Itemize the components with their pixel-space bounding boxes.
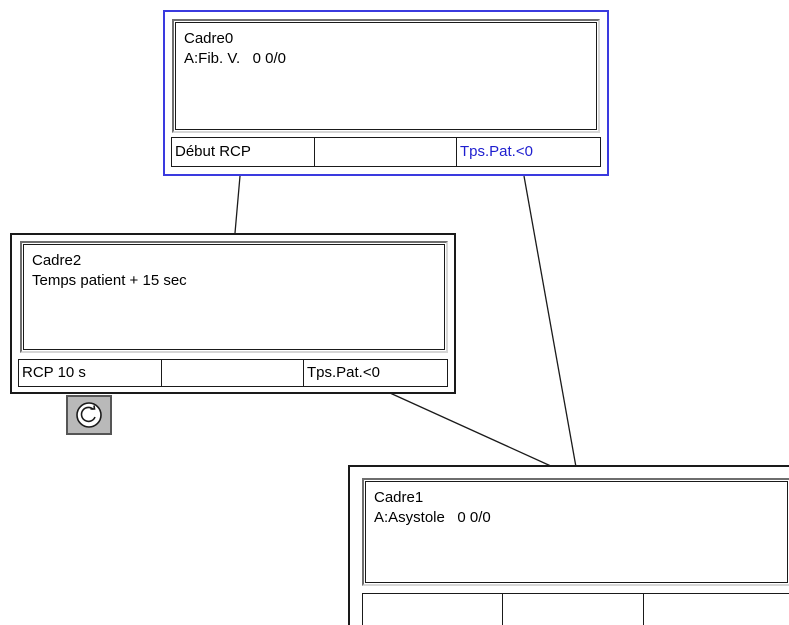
refresh-timer-icon xyxy=(76,402,102,428)
field-condition[interactable]: Tps.Pat.<0 xyxy=(460,143,533,160)
field-start-action[interactable]: RCP 10 s xyxy=(19,360,162,386)
field-condition[interactable] xyxy=(644,594,789,625)
connector-cadre0-cadre2 xyxy=(234,175,241,234)
node-title: Cadre2 xyxy=(32,252,82,269)
connector-cadre2-cadre1 xyxy=(389,392,554,468)
node-title: Cadre1 xyxy=(374,489,424,506)
field-start-action[interactable] xyxy=(363,594,503,625)
node-detail: Temps patient + 15 sec xyxy=(32,272,187,289)
node-detail: A:Fib. V. 0 0/0 xyxy=(184,50,287,67)
node-cadre0[interactable]: Cadre0 A:Fib. V. 0 0/0 Début RCP Tps.Pat… xyxy=(163,10,609,176)
field-start-action[interactable]: Début RCP xyxy=(172,138,315,166)
field-empty[interactable] xyxy=(315,138,457,166)
node-cadre2-body[interactable]: Cadre2 Temps patient + 15 sec xyxy=(20,241,448,353)
field-condition[interactable]: Tps.Pat.<0 xyxy=(307,364,380,381)
field-empty[interactable] xyxy=(503,594,645,625)
node-cadre1-body[interactable]: Cadre1 A:Asystole 0 0/0 xyxy=(362,478,789,586)
node-cadre0-body[interactable]: Cadre0 A:Fib. V. 0 0/0 xyxy=(172,19,600,133)
node-cadre2[interactable]: Cadre2 Temps patient + 15 sec RCP 10 s T… xyxy=(10,233,456,394)
timer-button[interactable] xyxy=(66,395,112,435)
node-title: Cadre0 xyxy=(184,30,234,47)
node-cadre2-fields: RCP 10 s Tps.Pat.<0 xyxy=(18,359,448,387)
connector-cadre0-cadre1 xyxy=(523,175,577,468)
field-empty[interactable] xyxy=(162,360,304,386)
node-cadre0-fields: Début RCP Tps.Pat.<0 xyxy=(171,137,601,167)
node-detail: A:Asystole 0 0/0 xyxy=(374,509,491,526)
node-cadre1[interactable]: Cadre1 A:Asystole 0 0/0 xyxy=(348,465,789,625)
node-cadre1-fields xyxy=(362,593,789,625)
